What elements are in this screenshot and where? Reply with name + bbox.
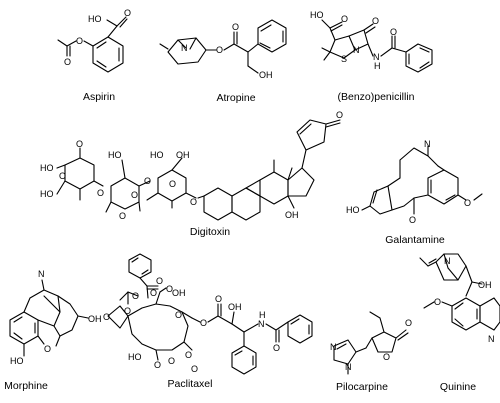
paclitaxel-atom-2: O <box>132 291 139 301</box>
benzopenicillin-atom-4: O <box>372 16 379 26</box>
atropine-structure: N O O OH <box>159 19 287 80</box>
morphine-label: Morphine <box>4 380 48 392</box>
morphine-structure: N OH O HO <box>9 269 102 366</box>
paclitaxel-atom-17: O <box>185 350 192 360</box>
galantamine-atom-0: N <box>424 139 431 149</box>
pilocarpine-atom-0: N <box>330 342 337 352</box>
paclitaxel-atom-9: O <box>154 360 161 370</box>
digitoxin-atom-5: O <box>131 190 138 200</box>
digitoxin-atom-7: O <box>144 176 151 186</box>
paclitaxel-atom-14: N <box>258 319 265 329</box>
quinine-atom-2: O <box>434 297 441 307</box>
quinine-atom-1: OH <box>478 280 492 290</box>
benzopenicillin-atom-1: O <box>341 14 348 24</box>
aspirin-atom-3: O <box>64 57 71 67</box>
benzopenicillin-atom-3: N <box>353 45 360 55</box>
atropine-atom-2: O <box>232 22 239 32</box>
benzopenicillin-atom-6: H <box>374 61 381 71</box>
aspirin-atom-1: O <box>124 8 131 18</box>
paclitaxel-atom-16: O <box>273 343 280 353</box>
paclitaxel-label: Paclitaxel <box>167 378 213 390</box>
paclitaxel-atom-13: OH <box>228 302 242 312</box>
paclitaxel-atom-15: H <box>259 310 266 320</box>
pilocarpine-atom-3: O <box>383 352 390 362</box>
digitoxin-atom-14: OH <box>285 210 299 220</box>
galantamine-atom-1: HO <box>346 205 360 215</box>
aspirin-atom-2: O <box>76 36 83 46</box>
paclitaxel-atom-12: O <box>215 294 222 304</box>
paclitaxel-structure: O O O O O O OH O HO O O O O OH N H O O O <box>103 253 313 375</box>
aspirin-atom-0: HO <box>88 14 102 24</box>
pilocarpine-atom-1: N <box>345 362 352 372</box>
atropine-atom-0: N <box>181 43 188 53</box>
paclitaxel-atom-1: O <box>156 276 163 286</box>
paclitaxel-atom-11: O <box>200 318 207 328</box>
digitoxin-atom-4: O <box>97 188 104 198</box>
galantamine-atom-2: O <box>409 215 416 225</box>
digitoxin-atom-9: O <box>169 179 176 189</box>
digitoxin-atom-12: O <box>190 197 197 207</box>
digitoxin-atom-3: HO <box>40 189 54 199</box>
benzopenicillin-atom-0: HO <box>310 10 324 20</box>
benzopenicillin-atom-5: N <box>373 52 380 62</box>
galantamine-structure: N HO O O <box>346 139 483 225</box>
digitoxin-atom-1: O <box>76 139 83 149</box>
atropine-atom-1: O <box>216 45 223 55</box>
benzopenicillin-label: (Benzo)penicillin <box>337 91 415 103</box>
paclitaxel-atom-3: O <box>124 306 131 316</box>
quinine-atom-0: N <box>444 256 451 266</box>
galantamine-atom-3: O <box>464 198 471 208</box>
galantamine-label: Galantamine <box>385 234 445 246</box>
digitoxin-atom-8: O <box>119 211 126 221</box>
pilocarpine-atom-2: O <box>405 318 412 328</box>
morphine-atom-3: HO <box>10 356 24 366</box>
quinine-structure: N OH O N <box>419 253 500 344</box>
digitoxin-atom-11: HO <box>150 150 164 160</box>
quinine-atom-3: N <box>488 334 495 344</box>
morphine-atom-2: O <box>44 344 51 354</box>
benzopenicillin-atom-7: O <box>390 27 397 37</box>
paclitaxel-atom-18: O <box>191 364 198 374</box>
digitoxin-structure: O O HO HO O O HO O O O OH HO O O OH <box>40 110 343 221</box>
paclitaxel-atom-5: O <box>166 284 173 294</box>
digitoxin-atom-10: OH <box>176 150 190 160</box>
paclitaxel-atom-10: O <box>168 356 175 366</box>
paclitaxel-atom-8: HO <box>128 352 142 362</box>
paclitaxel-atom-0: O <box>150 288 157 298</box>
digitoxin-atom-0: O <box>59 171 66 181</box>
atropine-label: Atropine <box>216 92 256 104</box>
atropine-atom-3: OH <box>259 70 273 80</box>
benzopenicillin-structure: HO O S N O N H O <box>310 10 433 73</box>
paclitaxel-atom-7: O <box>175 310 182 320</box>
digitoxin-atom-13: O <box>336 110 343 120</box>
paclitaxel-atom-6: OH <box>172 288 186 298</box>
aspirin-label: Aspirin <box>82 91 116 103</box>
pilocarpine-structure: N N O O <box>330 311 412 375</box>
morphine-atom-1: OH <box>88 314 102 324</box>
morphine-atom-0: N <box>38 269 45 279</box>
pilocarpine-label: Pilocarpine <box>336 381 388 393</box>
paclitaxel-atom-4: O <box>103 312 110 322</box>
quinine-label: Quinine <box>439 381 477 393</box>
aspirin-structure: HO O O O <box>57 8 131 73</box>
benzopenicillin-atom-2: S <box>341 54 347 64</box>
digitoxin-label: Digitoxin <box>189 226 231 238</box>
digitoxin-atom-6: HO <box>108 150 122 160</box>
digitoxin-atom-2: HO <box>40 163 54 173</box>
